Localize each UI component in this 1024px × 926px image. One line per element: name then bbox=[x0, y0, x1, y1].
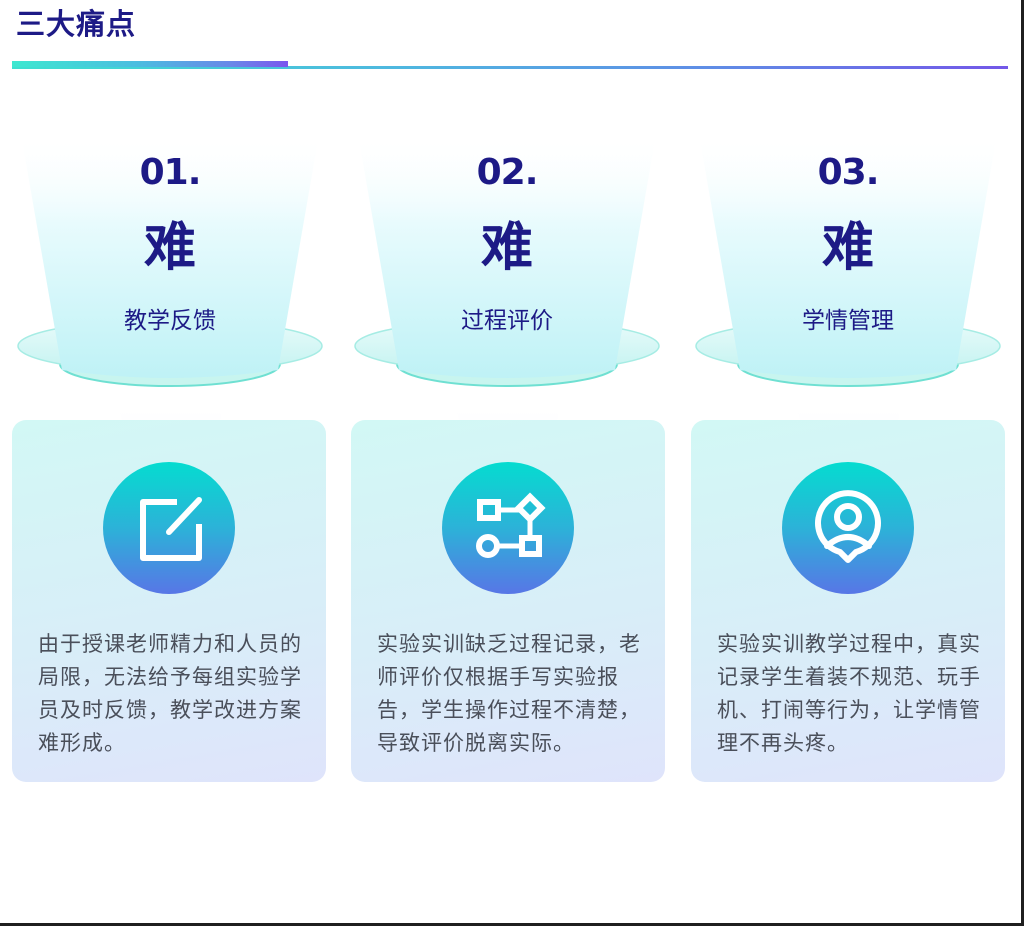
edit-icon bbox=[103, 462, 235, 594]
user-location-icon bbox=[782, 462, 914, 594]
cone-graphic bbox=[17, 140, 323, 387]
pain-point-card-2: 实验实训缺乏过程记录，老师评价仅根据手写实验报告，学生操作过程不清楚，导致评价脱… bbox=[351, 420, 665, 782]
pain-point-keyword: 难 bbox=[480, 218, 533, 278]
pain-point-description: 实验实训教学过程中，真实记录学生着装不规范、玩手机、打闹等行为，让学情管理不再头… bbox=[717, 632, 981, 755]
pain-point-label: 教学反馈 bbox=[124, 308, 216, 334]
section-title: 三大痛点 bbox=[16, 7, 137, 41]
title-underline-accent bbox=[12, 61, 288, 67]
pain-point-keyword: 难 bbox=[143, 218, 196, 278]
cone-graphic bbox=[695, 140, 1001, 387]
cone-header-2: 02. 难 过程评价 bbox=[347, 130, 667, 400]
pain-point-keyword: 难 bbox=[821, 218, 874, 278]
pain-point-card-3: 实验实训教学过程中，真实记录学生着装不规范、玩手机、打闹等行为，让学情管理不再头… bbox=[691, 420, 1005, 782]
pain-point-label: 学情管理 bbox=[802, 308, 894, 334]
pain-point-number: 03. bbox=[817, 152, 880, 193]
pain-point-description: 实验实训缺乏过程记录，老师评价仅根据手写实验报告，学生操作过程不清楚，导致评价脱… bbox=[377, 632, 641, 755]
flowchart-icon bbox=[442, 462, 574, 594]
frame-border-right bbox=[1021, 0, 1024, 926]
pain-point-number: 02. bbox=[476, 152, 539, 193]
pain-point-number: 01. bbox=[139, 152, 202, 193]
frame-border-bottom bbox=[0, 923, 1024, 926]
pain-point-label: 过程评价 bbox=[461, 308, 553, 334]
pain-point-card-1: 由于授课老师精力和人员的局限，无法给予每组实验学员及时反馈，教学改进方案难形成。 bbox=[12, 420, 326, 782]
cone-header-1: 01. 难 教学反馈 bbox=[10, 130, 330, 400]
title-underline bbox=[12, 66, 1008, 69]
cone-header-3: 03. 难 学情管理 bbox=[688, 130, 1008, 400]
cone-graphic bbox=[354, 140, 660, 387]
pain-point-description: 由于授课老师精力和人员的局限，无法给予每组实验学员及时反馈，教学改进方案难形成。 bbox=[38, 632, 302, 755]
